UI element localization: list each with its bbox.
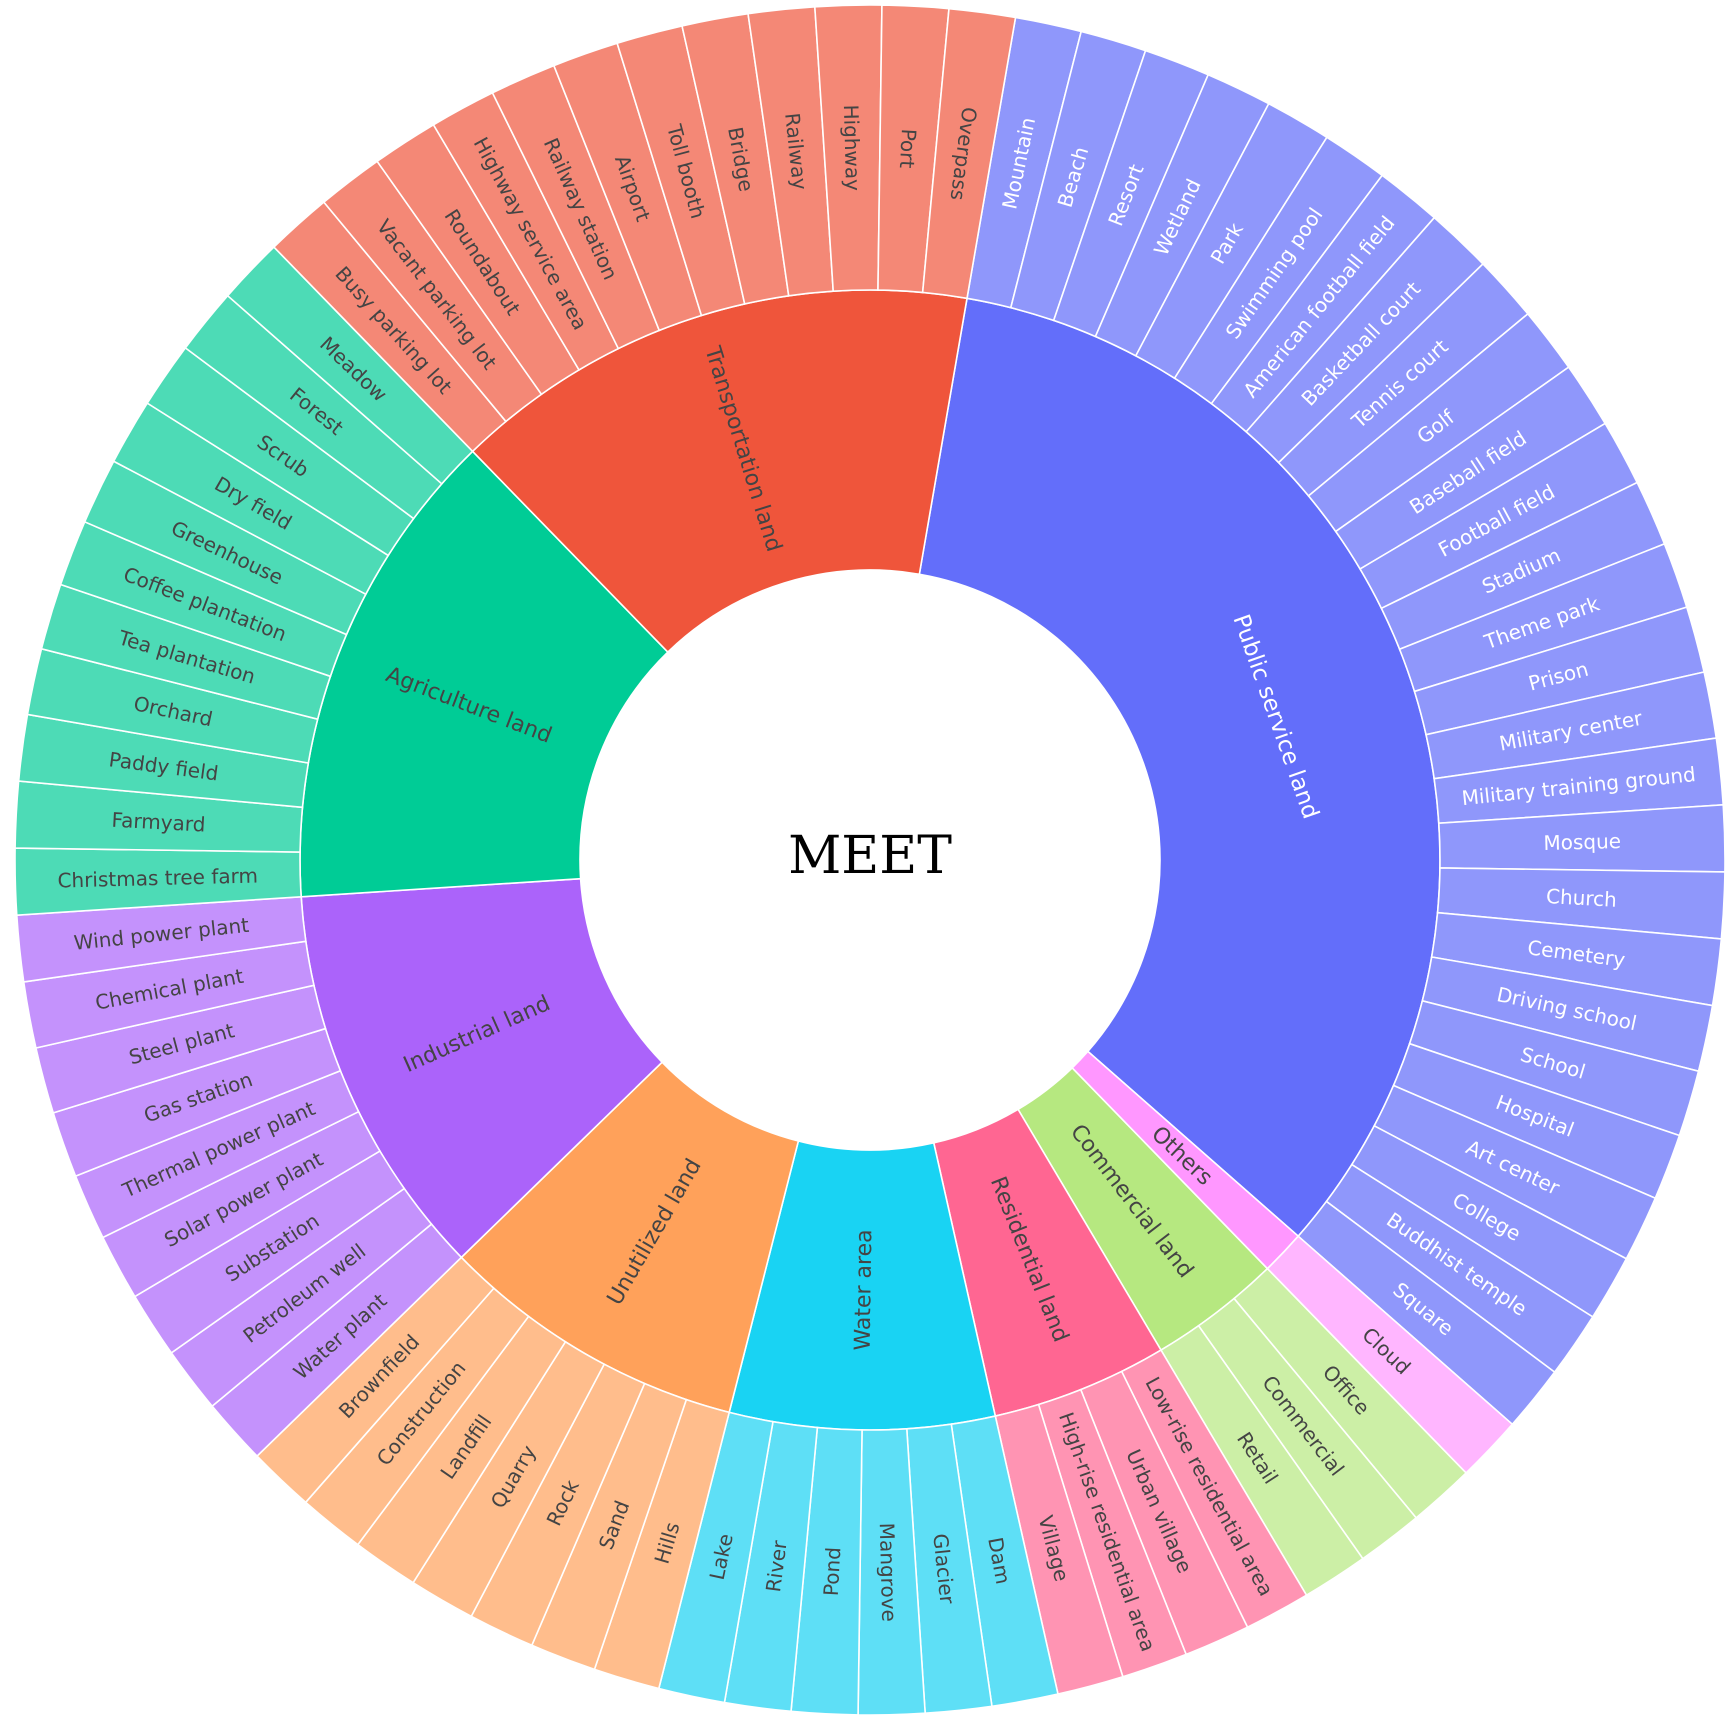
subcategory-label-pond: Pond bbox=[819, 1546, 846, 1596]
subcategory-label-church: Church bbox=[1546, 884, 1618, 912]
center-title: MEET bbox=[788, 826, 952, 886]
sunburst-segments bbox=[14, 4, 1726, 1715]
subcategory-label-mangrove: Mangrove bbox=[875, 1522, 901, 1622]
subcategory-label-highway: Highway bbox=[839, 104, 865, 191]
category-label-water-area: Water area bbox=[851, 1229, 878, 1350]
subcategory-segment-overpass[interactable] bbox=[921, 7, 1017, 300]
subcategory-label-christmas-tree-farm: Christmas tree farm bbox=[57, 863, 258, 892]
subcategory-label-mosque: Mosque bbox=[1543, 829, 1621, 855]
subcategory-label-farmyard: Farmyard bbox=[111, 808, 206, 837]
subcategory-label-port: Port bbox=[895, 128, 921, 169]
